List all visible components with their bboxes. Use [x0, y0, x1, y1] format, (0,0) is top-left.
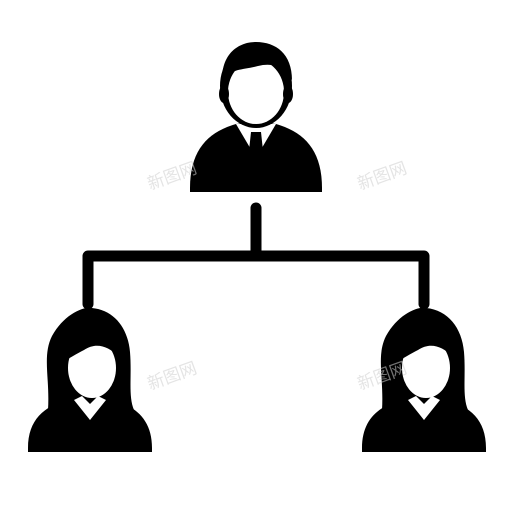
- watermark-text: 新图网: [355, 158, 410, 194]
- businessman-icon: [190, 42, 322, 192]
- watermark-group: 新图网 新图网 新图网 新图网: [145, 158, 410, 394]
- watermark-text: 新图网: [145, 358, 200, 394]
- businesswoman-icon-right: [362, 307, 486, 452]
- businesswoman-icon-left: [28, 307, 152, 452]
- hierarchy-connector: [82, 202, 430, 310]
